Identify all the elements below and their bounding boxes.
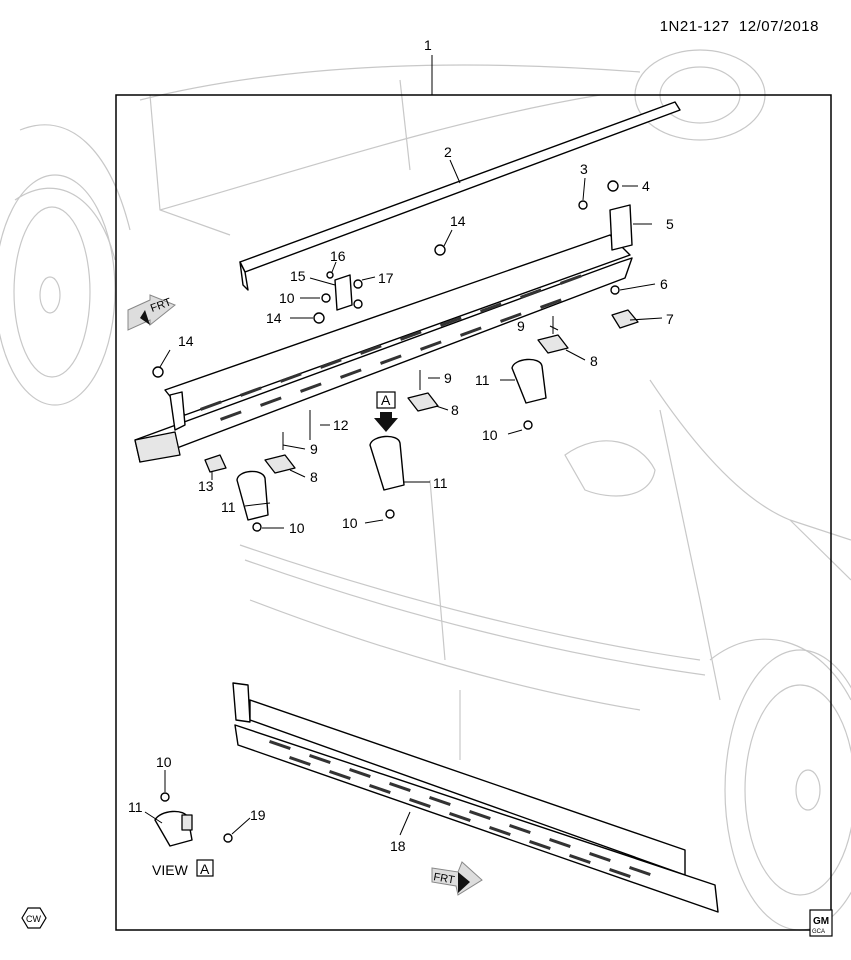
callout-9-a: 9: [310, 441, 318, 457]
frt-arrow-top: FRT: [127, 294, 176, 331]
callout-18: 18: [390, 838, 406, 854]
front-cap: [204, 454, 227, 473]
callout-11-a: 11: [221, 499, 236, 515]
callout-11-c: 11: [475, 372, 490, 388]
bolt-17-a: [353, 279, 363, 289]
leader-lines: [144, 55, 663, 836]
nut-10-upper: [321, 293, 331, 303]
callout-16: 16: [330, 248, 346, 264]
view-a-text: VIEW: [152, 862, 189, 878]
frt-arrow-bottom: FRT: [431, 861, 483, 896]
step-board-body: [134, 257, 633, 463]
gm-logo: GM GCA: [809, 909, 833, 937]
cw-badge: CW: [21, 907, 47, 929]
callout-8-b: 8: [451, 402, 459, 418]
callout-19: 19: [250, 807, 266, 823]
drawing-header: 1N21-127 12/07/2018: [660, 18, 819, 35]
bracket-pad-8-left: [264, 454, 296, 474]
callout-10-c: 10: [342, 515, 358, 531]
lower-step-top: [249, 699, 686, 876]
support-11-right: [511, 358, 547, 404]
bolt-3: [578, 200, 588, 210]
callout-11-d: 11: [128, 799, 143, 815]
callout-10-a: 10: [279, 290, 295, 306]
step-pad-slots: [200, 274, 582, 421]
support-11-left: [236, 470, 269, 521]
retainer-14-c: [313, 312, 325, 324]
callout-11-b: 11: [433, 475, 448, 491]
lower-step-slots: [269, 739, 651, 878]
callout-12: 12: [333, 417, 349, 433]
svg-text:GM: GM: [813, 916, 829, 927]
arrow-a-letter: A: [381, 392, 391, 408]
callout-4: 4: [642, 178, 650, 194]
callout-10-d: 10: [482, 427, 498, 443]
callout-numbers: 1 2 3 4 5 6 7 14 14 14 10 15 16 17 12 13…: [128, 37, 674, 854]
callout-3: 3: [580, 161, 588, 177]
diagram-frame: [115, 94, 832, 931]
view-a-bolt: [223, 833, 233, 843]
callout-14-b: 14: [178, 333, 194, 349]
callout-1: 1: [424, 37, 432, 53]
bolt-16: [326, 271, 334, 279]
callout-14-c: 14: [266, 310, 282, 326]
view-a-detail: VIEW A: [152, 792, 233, 878]
callout-14-a: 14: [450, 213, 466, 229]
front-bracket: [334, 274, 353, 311]
retainer-14-b: [152, 366, 164, 378]
callout-6: 6: [660, 276, 668, 292]
callout-7: 7: [666, 311, 674, 327]
step-pad-top: [164, 234, 631, 416]
end-bracket: [609, 204, 633, 251]
support-11-mid: [369, 435, 405, 491]
upper-step-assembly: [134, 101, 681, 473]
drawing-date: 12/07/2018: [738, 18, 819, 35]
view-a-nut: [160, 792, 170, 802]
view-a-letter: A: [200, 861, 210, 877]
callout-8-c: 8: [590, 353, 598, 369]
callout-10-b: 10: [289, 520, 305, 536]
callout-2: 2: [444, 144, 452, 160]
support-brackets: [236, 316, 569, 532]
callout-5: 5: [666, 216, 674, 232]
callout-17: 17: [378, 270, 394, 286]
bracket-pad-8-mid: [407, 392, 439, 412]
lower-step-assembly: [232, 682, 719, 913]
drawing-code: 1N21-127: [659, 18, 730, 35]
callout-8-a: 8: [310, 469, 318, 485]
lower-end-bracket: [232, 682, 251, 723]
svg-text:GCA: GCA: [812, 929, 825, 935]
callout-9-b: 9: [444, 370, 452, 386]
callout-10-e: 10: [156, 754, 172, 770]
callout-13: 13: [198, 478, 214, 494]
view-a-arrow: A: [374, 391, 398, 432]
retainer-14-a: [434, 244, 446, 256]
frt-bottom-label: FRT: [432, 871, 455, 887]
bolt-6: [610, 285, 620, 295]
callout-9-c: 9: [517, 318, 525, 334]
callout-15: 15: [290, 268, 306, 284]
nut-4: [607, 180, 619, 192]
end-cap: [611, 309, 639, 329]
cw-label: CW: [26, 914, 41, 924]
bracket-pad-8-right: [537, 334, 569, 354]
view-a-plate: [181, 814, 193, 831]
bolt-17-b: [353, 299, 363, 309]
